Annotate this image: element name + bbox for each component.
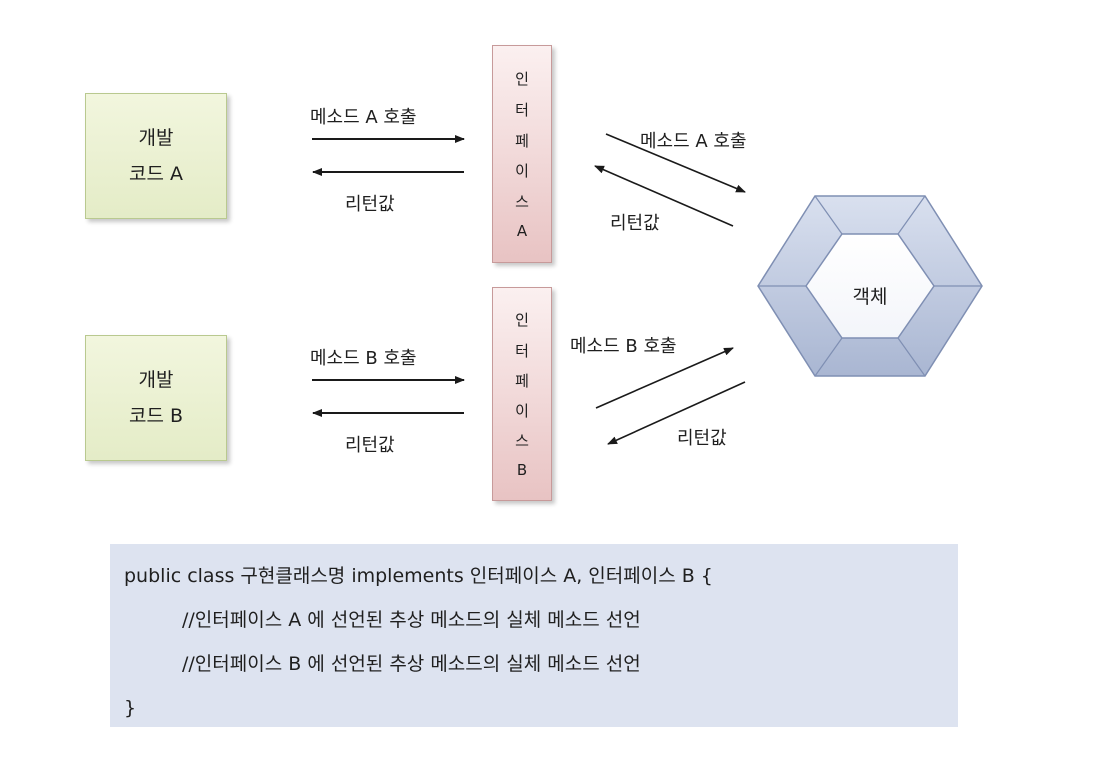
dev-b-line1: 개발 — [139, 362, 174, 398]
return-a-right-label: 리턴값 — [610, 209, 660, 235]
call-a-right-label: 메소드 A 호출 — [640, 127, 747, 153]
interface-a-char: 인 — [515, 68, 529, 89]
interface-a-char: 스 — [515, 191, 529, 212]
dev-a-line2: 코드 A — [129, 156, 183, 192]
code-snippet-box: public class 구현클래스명 implements 인터페이스 A, … — [110, 544, 958, 727]
interface-b-char: 페 — [515, 370, 529, 391]
code-line-3: //인터페이스 B 에 선언된 추상 메소드의 실체 메소드 선언 — [124, 642, 958, 686]
dev-a-line1: 개발 — [139, 120, 174, 156]
call-b-left-label: 메소드 B 호출 — [310, 344, 417, 370]
interface-b-char: 이 — [515, 400, 529, 421]
object-label: 객체 — [830, 282, 910, 309]
call-b-right-label: 메소드 B 호출 — [570, 332, 677, 358]
call-a-left-label: 메소드 A 호출 — [310, 103, 417, 129]
interface-b-char: 터 — [515, 340, 529, 361]
code-line-4: } — [124, 686, 958, 730]
dev-code-a-box: 개발 코드 A — [85, 93, 227, 219]
interface-a-box: 인 터 페 이 스 A — [492, 45, 552, 263]
dev-code-b-box: 개발 코드 B — [85, 335, 227, 461]
interface-b-char: B — [517, 461, 527, 479]
return-a-left-label: 리턴값 — [345, 190, 395, 216]
return-b-left-label: 리턴값 — [345, 431, 395, 457]
code-line-1: public class 구현클래스명 implements 인터페이스 A, … — [124, 554, 958, 598]
code-line-2: //인터페이스 A 에 선언된 추상 메소드의 실체 메소드 선언 — [124, 598, 958, 642]
interface-b-char: 인 — [515, 309, 529, 330]
interface-b-char: 스 — [515, 430, 529, 451]
dev-b-line2: 코드 B — [129, 398, 183, 434]
interface-a-char: A — [517, 222, 527, 240]
interface-b-box: 인 터 페 이 스 B — [492, 287, 552, 501]
interface-a-char: 이 — [515, 160, 529, 181]
return-b-right-label: 리턴값 — [677, 424, 727, 450]
interface-a-char: 터 — [515, 99, 529, 120]
interface-a-char: 페 — [515, 130, 529, 151]
